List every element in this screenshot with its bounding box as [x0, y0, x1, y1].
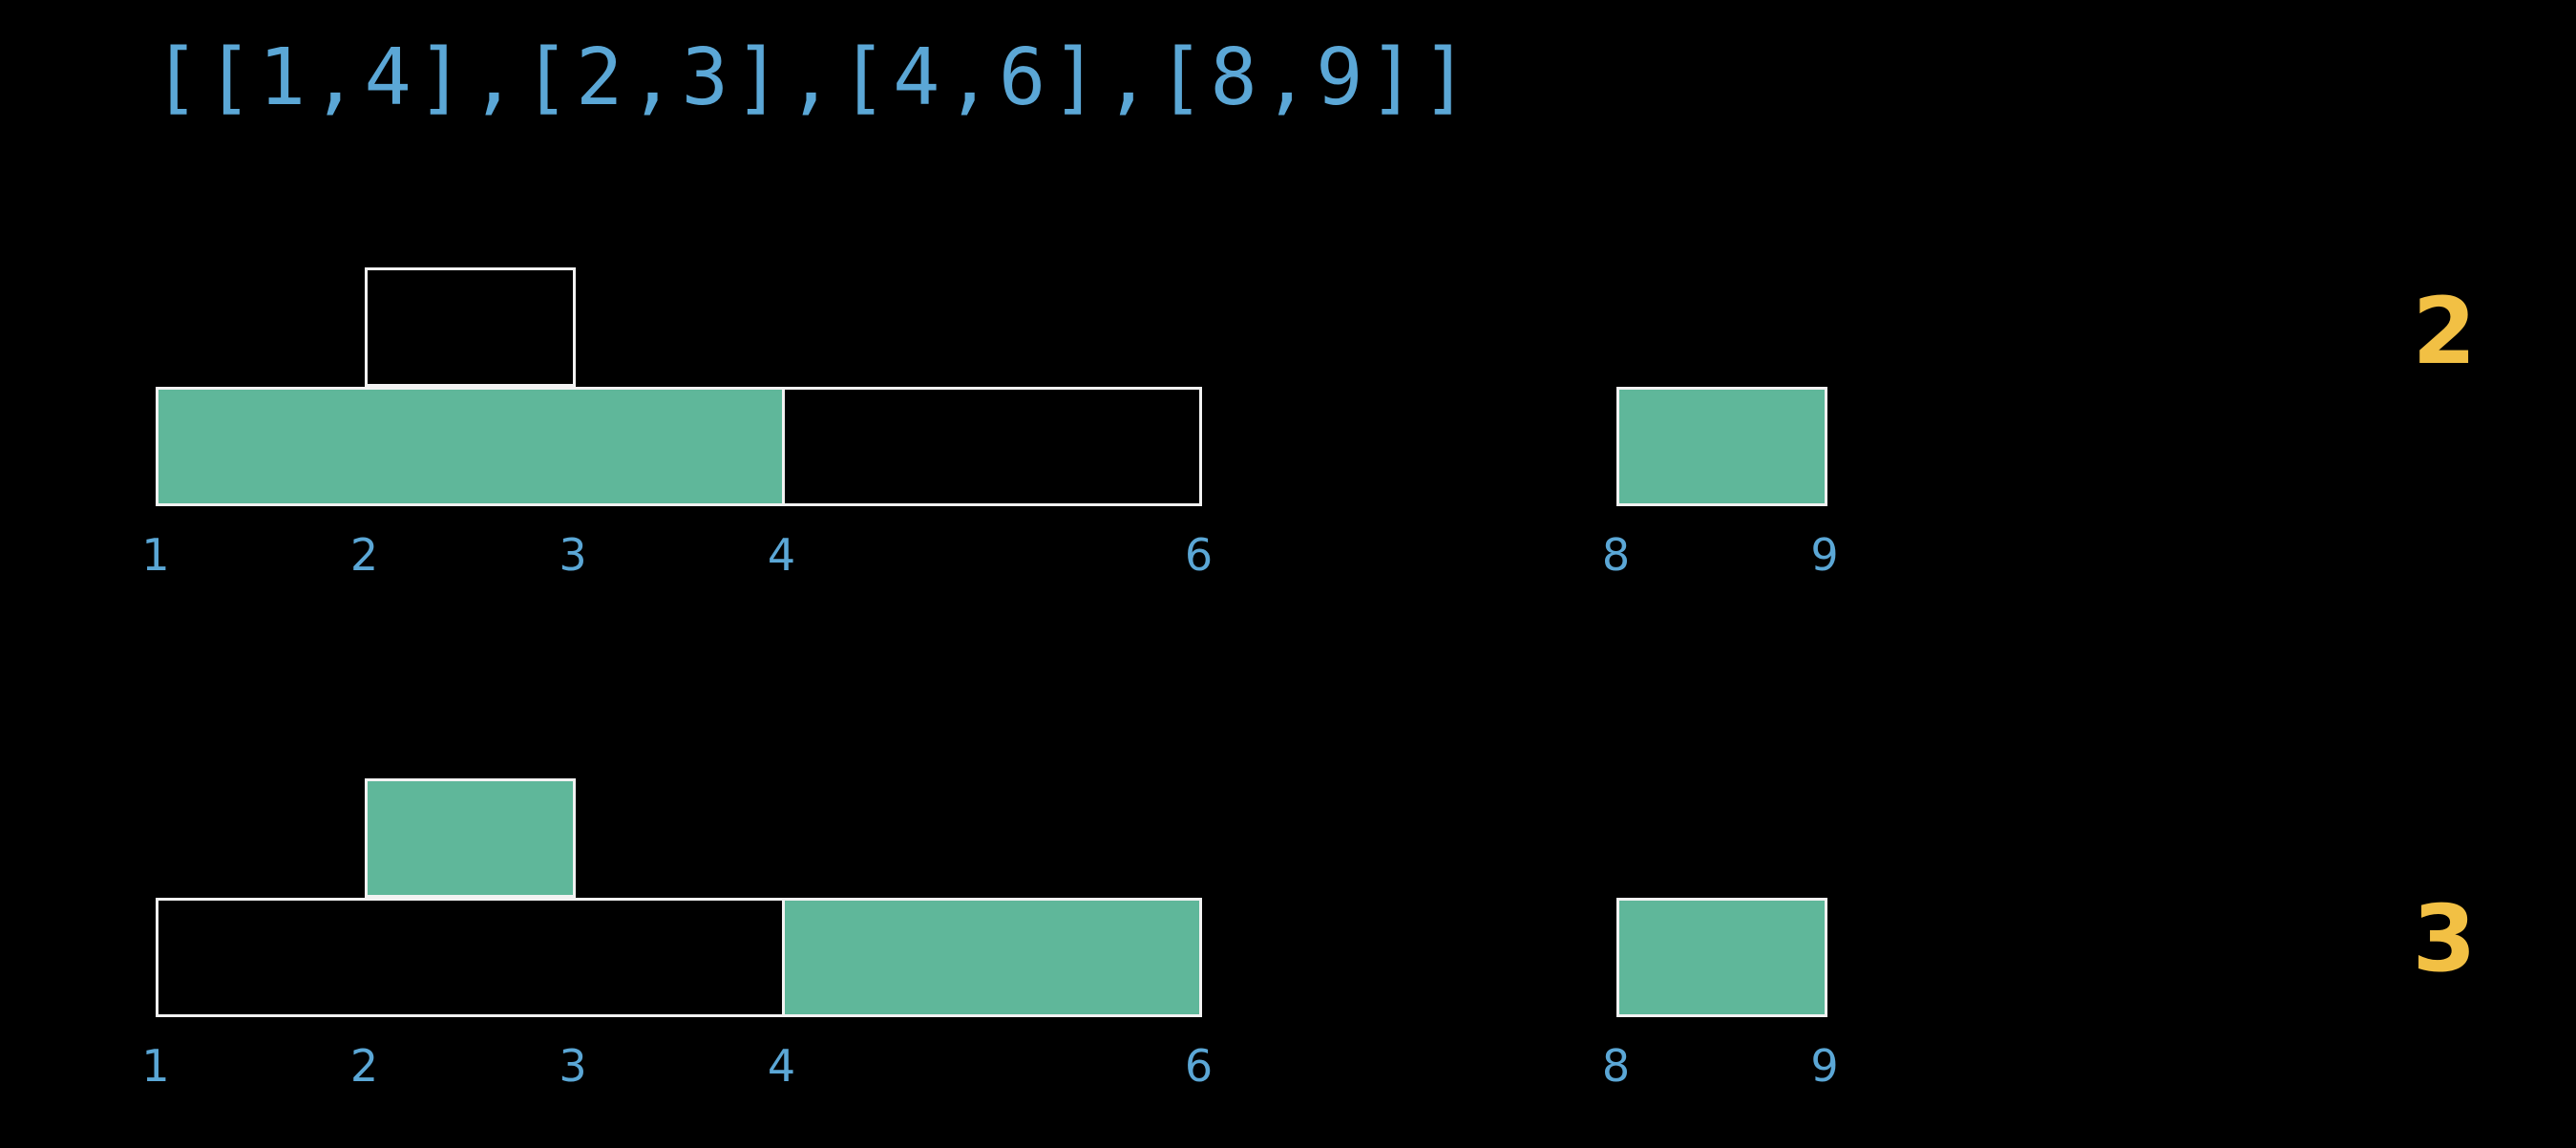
tick-label: 8	[1601, 1040, 1631, 1092]
tick-label: 9	[1810, 1040, 1839, 1092]
interval-bar-1-4	[156, 387, 785, 506]
tick-label: 4	[767, 529, 796, 581]
interval-bar-8-9	[1615, 898, 1827, 1017]
intervals-title: [[1,4],[2,3],[4,6],[8,9]]	[153, 32, 1475, 123]
tick-label: 4	[767, 1040, 796, 1092]
interval-bar-2-3	[364, 267, 576, 387]
tick-label: 1	[141, 529, 170, 581]
interval-bar-1-4	[156, 898, 785, 1017]
tick-label: 2	[349, 529, 379, 581]
row-count-label: 3	[2412, 885, 2477, 992]
tick-label: 6	[1184, 1040, 1214, 1092]
tick-label: 1	[141, 1040, 170, 1092]
tick-label: 2	[349, 1040, 379, 1092]
interval-bar-4-6	[781, 387, 1202, 506]
interval-bar-8-9	[1615, 387, 1827, 506]
tick-label: 6	[1184, 529, 1214, 581]
interval-bar-2-3	[364, 778, 576, 898]
tick-label: 8	[1601, 529, 1631, 581]
tick-label: 3	[559, 1040, 587, 1092]
interval-bar-4-6	[781, 898, 1202, 1017]
tick-label: 3	[559, 529, 587, 581]
tick-label: 9	[1810, 529, 1839, 581]
row-count-label: 2	[2412, 278, 2477, 385]
